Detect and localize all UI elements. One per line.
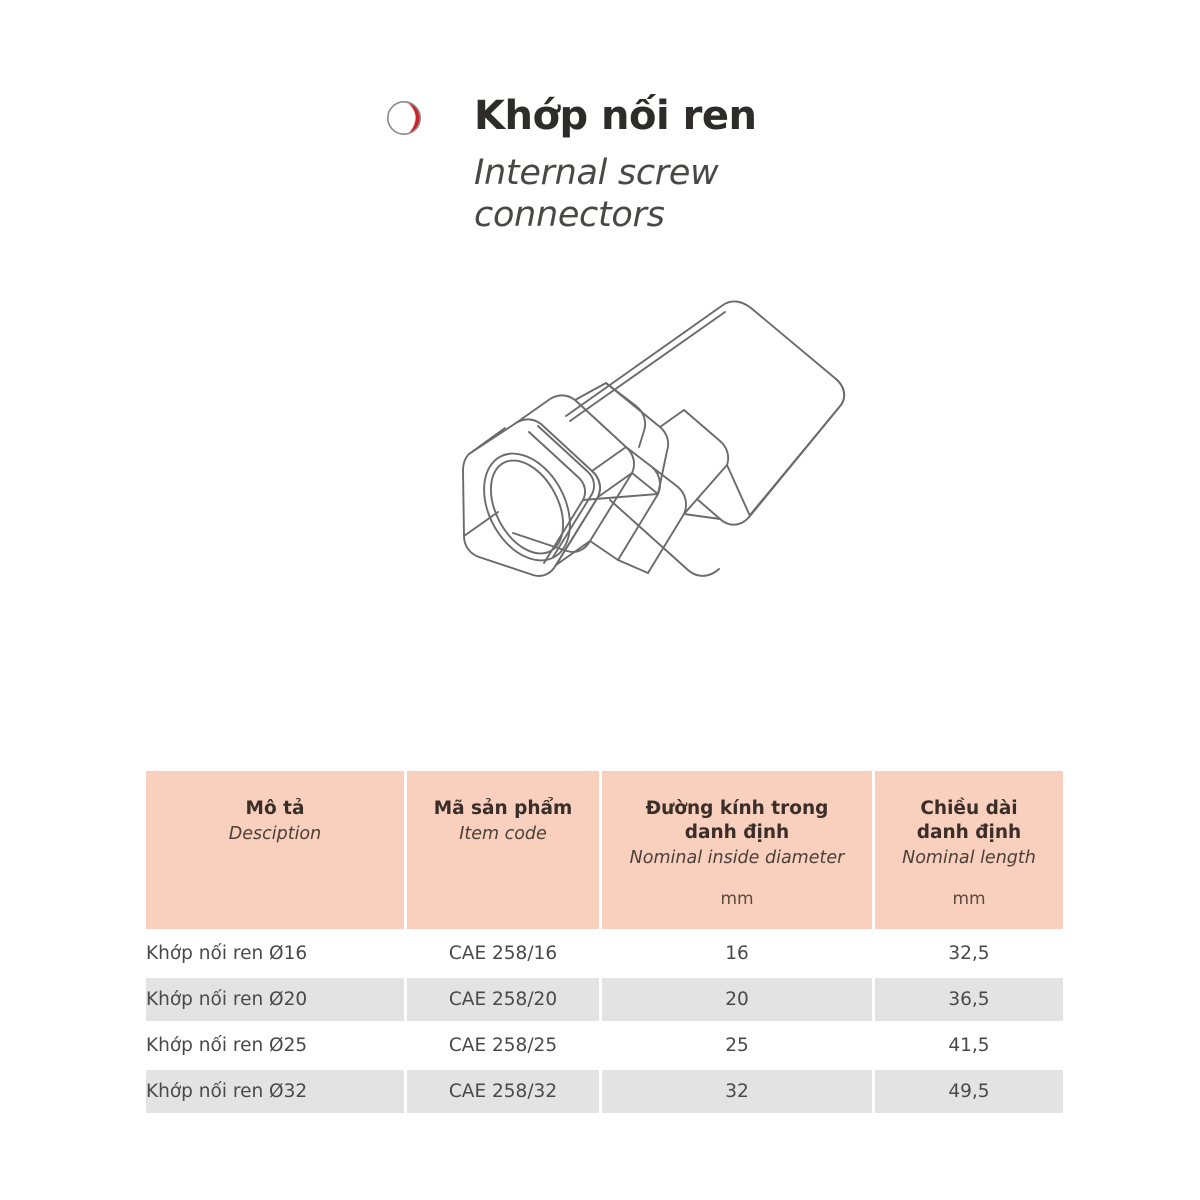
cell-description: Khớp nối ren Ø25 <box>146 1024 404 1067</box>
table-row: Khớp nối ren Ø16 CAE 258/16 16 32,5 <box>146 932 1063 975</box>
cell-description: Khớp nối ren Ø20 <box>146 978 404 1021</box>
spec-table-header: Mô tả Desciption Mã sản phẩm Item code Đ… <box>146 771 1063 929</box>
column-header-nominal-length: Chiều dài danh định Nominal length mm <box>875 771 1063 929</box>
cell-nominal-inside-diameter: 25 <box>602 1024 872 1067</box>
cell-nominal-length: 41,5 <box>875 1024 1063 1067</box>
column-header-description-en: Desciption <box>228 824 322 844</box>
page-subtitle-line1: Internal screw <box>474 153 719 193</box>
spec-table-body: Khớp nối ren Ø16 CAE 258/16 16 32,5 Khớp… <box>146 932 1063 1113</box>
cell-item-code: CAE 258/32 <box>407 1070 599 1113</box>
column-header-length-vi-line1: Chiều dài <box>920 798 1018 819</box>
table-row: Khớp nối ren Ø20 CAE 258/20 20 36,5 <box>146 978 1063 1021</box>
cell-nominal-inside-diameter: 20 <box>602 978 872 1021</box>
half-red-circle-icon <box>386 100 422 136</box>
table-row: Khớp nối ren Ø32 CAE 258/32 32 49,5 <box>146 1070 1063 1113</box>
page-subtitle: Internal screw connectors <box>474 152 774 236</box>
cell-nominal-length: 36,5 <box>875 978 1063 1021</box>
page-title: Khớp nối ren <box>474 93 757 139</box>
cell-item-code: CAE 258/16 <box>407 932 599 975</box>
cell-item-code: CAE 258/25 <box>407 1024 599 1067</box>
spec-table: Mô tả Desciption Mã sản phẩm Item code Đ… <box>143 768 1066 1116</box>
column-header-nominal-inside-diameter: Đường kính trong danh định Nominal insid… <box>602 771 872 929</box>
cell-nominal-inside-diameter: 32 <box>602 1070 872 1113</box>
column-header-diameter-vi-line2: danh định <box>684 822 790 843</box>
cell-description: Khớp nối ren Ø32 <box>146 1070 404 1113</box>
column-header-diameter-unit: mm <box>720 889 754 909</box>
cell-nominal-length: 49,5 <box>875 1070 1063 1113</box>
column-header-description-vi: Mô tả <box>245 798 305 819</box>
cell-item-code: CAE 258/20 <box>407 978 599 1021</box>
column-header-length-vi-line2: danh định <box>916 822 1022 843</box>
spec-table-container: Mô tả Desciption Mã sản phẩm Item code Đ… <box>143 768 1063 1116</box>
column-header-diameter-vi-line1: Đường kính trong <box>645 798 829 819</box>
column-header-item-code-en: Item code <box>459 824 547 844</box>
cell-nominal-inside-diameter: 16 <box>602 932 872 975</box>
internal-screw-connector-isometric-drawing <box>420 275 880 685</box>
column-header-length-unit: mm <box>952 889 986 909</box>
column-header-item-code: Mã sản phẩm Item code <box>407 771 599 929</box>
cell-nominal-length: 32,5 <box>875 932 1063 975</box>
column-header-length-en: Nominal length <box>902 848 1036 868</box>
column-header-description: Mô tả Desciption <box>146 771 404 929</box>
table-row: Khớp nối ren Ø25 CAE 258/25 25 41,5 <box>146 1024 1063 1067</box>
title-group: Khớp nối ren Internal screw connectors <box>474 92 774 236</box>
column-header-item-code-vi: Mã sản phẩm <box>433 798 573 819</box>
column-header-diameter-en: Nominal inside diameter <box>629 848 845 868</box>
page-subtitle-line2: connectors <box>474 195 665 235</box>
cell-description: Khớp nối ren Ø16 <box>146 932 404 975</box>
